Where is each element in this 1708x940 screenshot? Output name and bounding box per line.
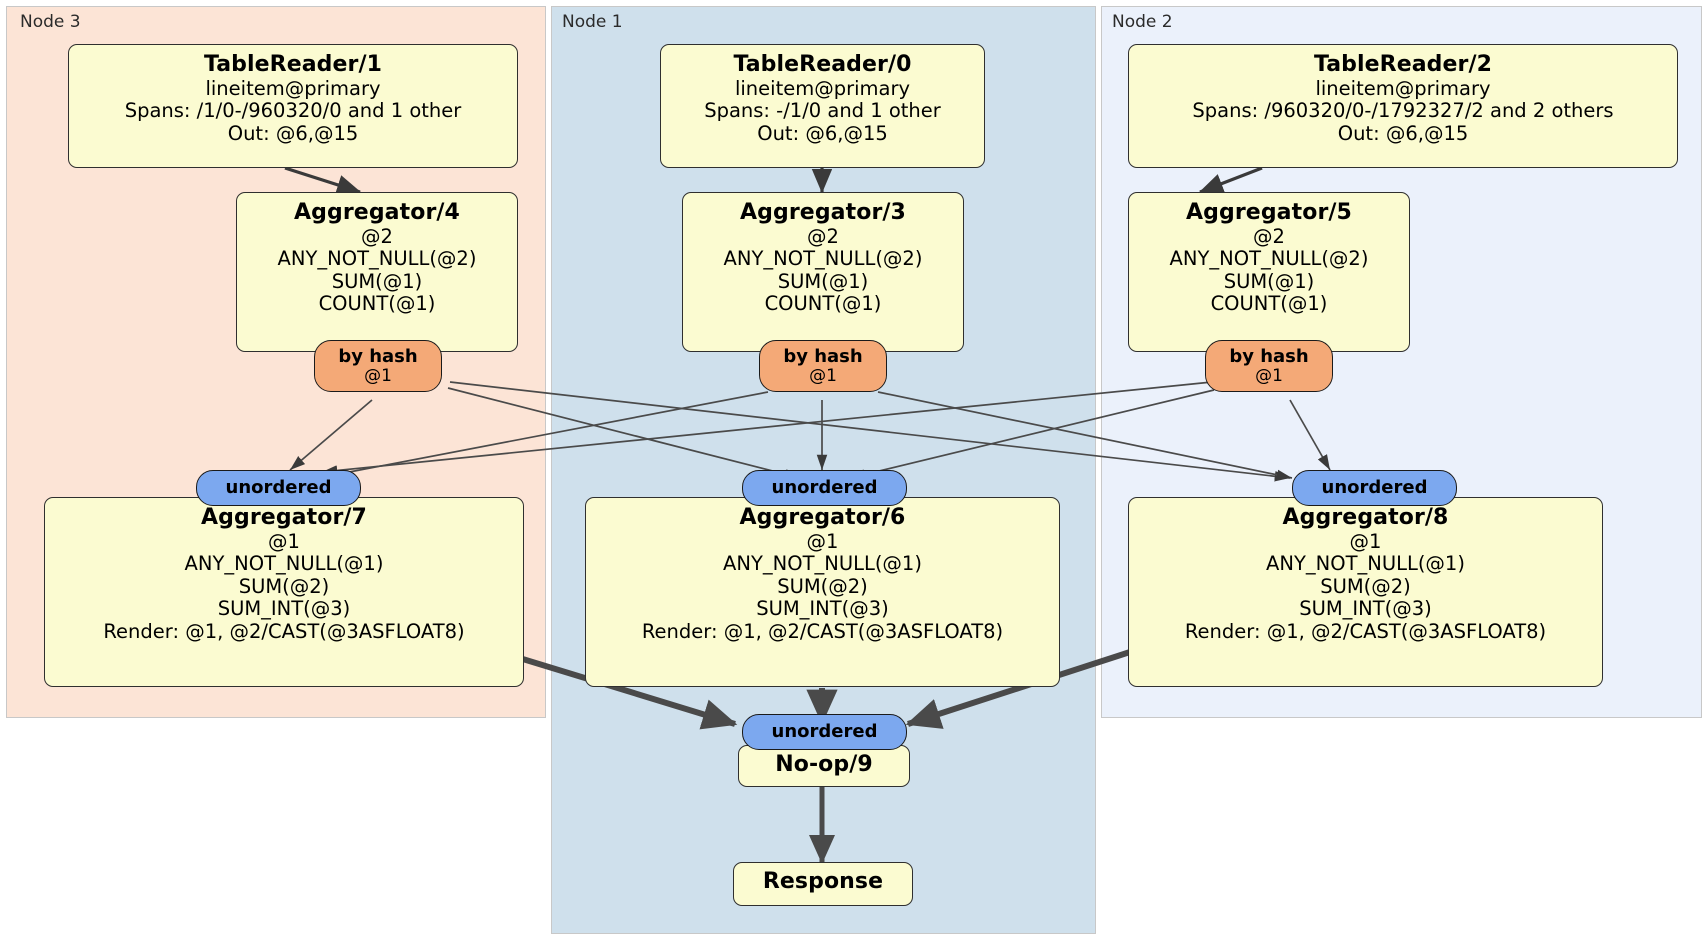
processor-line: @1: [268, 529, 300, 553]
processor-line: @2: [361, 224, 393, 248]
processor-line: @1: [1349, 529, 1382, 553]
processor-line: lineitem@primary: [734, 76, 911, 100]
node-region-label-node1: Node 1: [562, 12, 623, 32]
processor-title: Aggregator/4: [294, 200, 460, 225]
processor-title: Aggregator/3: [740, 200, 906, 225]
router-kind-label: by hash: [1229, 345, 1309, 367]
processor-line: SUM_INT(@3): [217, 597, 351, 621]
router-kind-label: by hash: [338, 345, 418, 367]
processor-title: No-op/9: [775, 752, 873, 777]
processor-line: SUM_INT(@3): [1299, 597, 1432, 621]
processor-line: SUM(@2): [1320, 574, 1411, 598]
processor-title: Response: [762, 869, 884, 894]
processor-line: SUM(@1): [331, 269, 423, 293]
router-kind-label: by hash: [783, 345, 863, 367]
router-kind-label: unordered: [771, 721, 878, 743]
router-unordered-final[interactable]: unordered: [742, 714, 907, 750]
processor-title: Aggregator/5: [1186, 200, 1352, 225]
processor-line: @1: [806, 529, 839, 553]
processor-line: @2: [1253, 224, 1285, 248]
processor-aggregator-4[interactable]: Aggregator/4 @2 ANY_NOT_NULL(@2) SUM(@1)…: [236, 192, 518, 352]
processor-line: SUM(@2): [777, 574, 868, 598]
processor-title: TableReader/0: [733, 52, 912, 77]
processor-tablereader-0[interactable]: TableReader/0 lineitem@primary Spans: -/…: [660, 44, 985, 168]
processor-line: ANY_NOT_NULL(@2): [723, 247, 923, 271]
node-region-label-node2: Node 2: [1112, 12, 1173, 32]
processor-aggregator-8[interactable]: Aggregator/8 @1 ANY_NOT_NULL(@1) SUM(@2)…: [1128, 497, 1603, 687]
router-unordered-aggregator6[interactable]: unordered: [742, 470, 907, 506]
processor-line: ANY_NOT_NULL(@1): [184, 552, 384, 576]
processor-title: TableReader/1: [203, 52, 383, 77]
node-region-label-node3: Node 3: [20, 12, 81, 32]
processor-aggregator-3[interactable]: Aggregator/3 @2 ANY_NOT_NULL(@2) SUM(@1)…: [682, 192, 964, 352]
processor-line: Out: @6,@15: [227, 121, 359, 145]
processor-line: Out: @6,@15: [1337, 121, 1469, 145]
processor-aggregator-5[interactable]: Aggregator/5 @2 ANY_NOT_NULL(@2) SUM(@1)…: [1128, 192, 1410, 352]
processor-line: Out: @6,@15: [757, 121, 888, 145]
processor-tablereader-2[interactable]: TableReader/2 lineitem@primary Spans: /9…: [1128, 44, 1678, 168]
processor-line: lineitem@primary: [205, 76, 381, 100]
processor-line: SUM(@1): [777, 269, 869, 293]
processor-title: TableReader/2: [1313, 52, 1493, 77]
processor-no-op-9[interactable]: No-op/9: [738, 745, 910, 787]
processor-line: @2: [807, 224, 839, 248]
processor-tablereader-1[interactable]: TableReader/1 lineitem@primary Spans: /1…: [68, 44, 518, 168]
processor-line: Spans: /1/0-/960320/0 and 1 other: [124, 99, 462, 123]
processor-line: COUNT(@1): [318, 292, 436, 316]
processor-aggregator-6[interactable]: Aggregator/6 @1 ANY_NOT_NULL(@1) SUM(@2)…: [585, 497, 1060, 687]
router-column-label: @1: [809, 365, 837, 386]
processor-line: ANY_NOT_NULL(@2): [277, 247, 477, 271]
processor-line: Render: @1, @2/CAST(@3ASFLOAT8): [641, 619, 1004, 643]
router-kind-label: unordered: [771, 477, 878, 499]
router-kind-label: unordered: [1321, 477, 1428, 499]
processor-title: Aggregator/8: [1282, 505, 1449, 530]
processor-line: Spans: /960320/0-/1792327/2 and 2 others: [1192, 99, 1614, 123]
router-column-label: @1: [364, 365, 392, 386]
processor-title: Aggregator/7: [201, 505, 367, 530]
router-column-label: @1: [1255, 365, 1283, 386]
router-by-hash-aggregator5[interactable]: by hash @1: [1205, 340, 1333, 392]
processor-line: ANY_NOT_NULL(@1): [723, 552, 922, 576]
router-unordered-aggregator8[interactable]: unordered: [1292, 470, 1457, 506]
router-unordered-aggregator7[interactable]: unordered: [196, 470, 361, 506]
processor-line: SUM_INT(@3): [756, 597, 889, 621]
processor-title: Aggregator/6: [739, 505, 906, 530]
processor-line: ANY_NOT_NULL(@2): [1169, 247, 1369, 271]
processor-line: SUM(@1): [1223, 269, 1315, 293]
processor-line: COUNT(@1): [1210, 292, 1328, 316]
router-by-hash-aggregator3[interactable]: by hash @1: [759, 340, 887, 392]
processor-line: ANY_NOT_NULL(@1): [1266, 552, 1465, 576]
router-by-hash-aggregator4[interactable]: by hash @1: [314, 340, 442, 392]
processor-line: Render: @1, @2/CAST(@3ASFLOAT8): [103, 619, 465, 643]
processor-response[interactable]: Response: [733, 862, 913, 906]
processor-line: Spans: -/1/0 and 1 other: [704, 99, 941, 123]
processor-line: lineitem@primary: [1315, 76, 1491, 100]
processor-line: SUM(@2): [238, 574, 330, 598]
processor-line: Render: @1, @2/CAST(@3ASFLOAT8): [1184, 619, 1547, 643]
processor-line: COUNT(@1): [764, 292, 882, 316]
router-kind-label: unordered: [225, 477, 332, 499]
processor-aggregator-7[interactable]: Aggregator/7 @1 ANY_NOT_NULL(@1) SUM(@2)…: [44, 497, 524, 687]
